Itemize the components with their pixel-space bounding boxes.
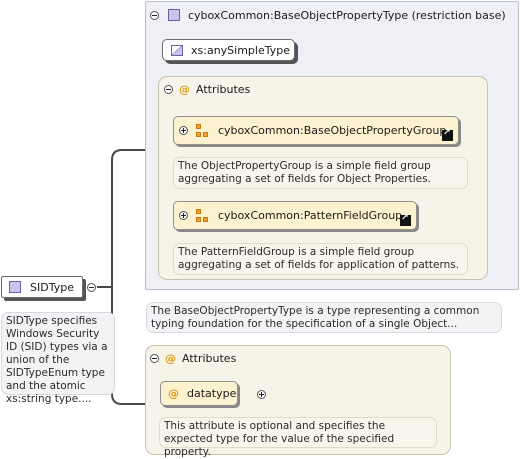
attribute-group-label: cyboxCommon:BaseObjectPropertyGroup [218,124,447,137]
attribute-icon: @ [168,387,179,400]
collapse-icon[interactable] [87,283,96,292]
attribute-group-label: cyboxCommon:PatternFieldGroup [218,209,403,222]
root-type-label: SIDType [30,280,74,294]
complex-type-icon [168,9,180,21]
outer-attributes-header: @ Attributes [150,351,236,365]
attribute-icon: @ [165,351,176,365]
outer-attributes-title: Attributes [182,351,237,365]
reference-link-icon[interactable] [442,128,453,141]
restriction-header: cyboxCommon:BaseObjectPropertyType (rest… [150,8,506,22]
attribute-node-datatype[interactable]: @ datatype [160,381,238,406]
attribute-group-doc-1: The ObjectPropertyGroup is a simple fiel… [173,157,468,189]
expand-icon[interactable] [256,390,266,399]
root-type-node[interactable]: SIDType [1,276,83,298]
attribute-doc-datatype: This attribute is optional and specifies… [159,417,437,458]
restriction-doc: The BaseObjectPropertyType is a type rep… [146,302,502,333]
inner-attributes-title: Attributes [196,82,251,96]
attribute-group-icon [196,208,210,223]
base-type-node[interactable]: xs:anySimpleType [162,39,295,61]
attribute-group-icon [196,123,210,138]
collapse-icon[interactable] [150,10,159,20]
attribute-icon: @ [179,82,190,96]
complex-type-icon [9,281,21,293]
expand-icon[interactable] [179,126,188,135]
base-type-label: xs:anySimpleType [191,43,290,57]
reference-link-icon[interactable] [400,213,411,226]
collapse-icon[interactable] [164,84,173,94]
root-type-doc: SIDType specifies Windows Security ID (S… [1,312,115,405]
attribute-group-node-2[interactable]: cyboxCommon:PatternFieldGroup [173,201,417,230]
attribute-group-doc-2: The PatternFieldGroup is a simple field … [173,243,468,275]
collapse-icon[interactable] [150,353,159,363]
restriction-title: cyboxCommon:BaseObjectPropertyType (rest… [188,8,506,22]
attribute-label: datatype [187,387,237,400]
expand-icon[interactable] [179,211,188,220]
simple-type-icon [171,44,183,56]
attribute-group-node-1[interactable]: cyboxCommon:BaseObjectPropertyGroup [173,116,459,145]
inner-attributes-header: @ Attributes [164,82,250,96]
